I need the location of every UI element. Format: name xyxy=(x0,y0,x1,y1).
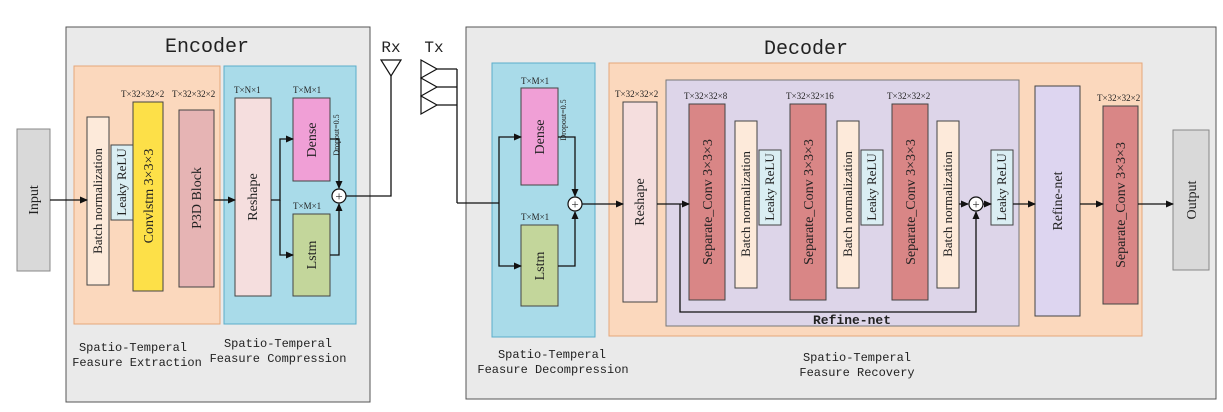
refine-net-label: Refine-net xyxy=(813,313,891,328)
dec-sum-symbol-2: + xyxy=(972,197,979,212)
enc-p3d-label: P3D Block xyxy=(190,167,205,229)
dec-dropout-label: Dropout=0.5 xyxy=(559,99,568,140)
dec-refine-skip-arrow xyxy=(679,204,980,313)
enc-reshape-label: Reshape xyxy=(246,173,261,220)
enc-reshape-block xyxy=(234,97,272,297)
output-label: Output xyxy=(1185,180,1200,219)
decoder-title: Decoder xyxy=(764,38,848,61)
dec-relu1-label: Leaky ReLU xyxy=(762,153,777,221)
extraction-caption-line2: Feasure Extraction xyxy=(72,356,202,370)
dec-refine-net-block-label: Refine-net xyxy=(1051,171,1066,230)
encoder-title: Encoder xyxy=(165,36,249,59)
rx-label: Rx xyxy=(381,39,400,57)
dec-to-lstm-arrow xyxy=(498,203,522,270)
output-block xyxy=(1172,129,1210,271)
enc-dense-dim: T×M×1 xyxy=(293,85,321,95)
enc-dense-to-sum-arrow xyxy=(330,138,343,189)
dec-bn1-label: Batch normalization xyxy=(738,151,753,257)
dec-bn2-label: Batch normalization xyxy=(840,151,855,257)
tx-label: Tx xyxy=(424,39,443,57)
enc-lstm-to-sum-arrow xyxy=(330,203,343,256)
dec-sepconv3-label: Separate_Conv 3×3×3 xyxy=(904,139,919,265)
decompression-caption-line2: Feasure Decompression xyxy=(477,363,628,377)
dec-refine-net-block xyxy=(1034,85,1081,317)
compression-caption-line1: Spatio-Temperal xyxy=(224,337,332,351)
dec-sepconv2-block xyxy=(789,103,827,301)
dec-reshape-label: Reshape xyxy=(633,178,648,225)
dec-sepconv-out-label: Separate_Conv 3×3×3 xyxy=(1114,142,1129,268)
tx-to-decoder-line xyxy=(437,68,458,203)
dec-reshape-dim: T×32×32×2 xyxy=(615,89,658,99)
enc-p3d-block xyxy=(178,109,215,288)
tx-antenna-icon xyxy=(420,58,439,116)
dec-lstm-dim: T×M×1 xyxy=(521,212,549,222)
enc-convlstm-block xyxy=(132,101,164,292)
enc-lstm-block xyxy=(292,213,331,297)
enc-reshape-dim: T×N×1 xyxy=(234,85,261,95)
dec-dense-block xyxy=(520,87,559,186)
dec-relu1-block xyxy=(758,149,782,226)
enc-dropout-label: Dropout=0.5 xyxy=(332,114,341,155)
dec-relu2-label: Leaky ReLU xyxy=(864,153,879,221)
enc-dense-label: Dense xyxy=(305,123,320,158)
decompression-caption-line1: Spatio-Temperal xyxy=(498,348,606,362)
enc-to-lstm-arrow xyxy=(279,200,294,259)
dec-to-dense-arrow xyxy=(498,133,522,203)
recovery-caption-line2: Feasure Recovery xyxy=(799,366,914,380)
dec-lstm-to-sum-arrow xyxy=(558,211,579,267)
enc-convlstm-label: Convlstm 3×3×3 xyxy=(142,149,157,244)
dec-relu2-block xyxy=(860,149,884,226)
enc-to-rx-line xyxy=(346,76,392,197)
dec-bn3-label: Batch normalization xyxy=(940,151,955,257)
enc-sum-symbol: + xyxy=(335,189,342,204)
dec-sepconv3-dim: T×32×32×2 xyxy=(887,91,930,101)
dec-sepconv1-label: Separate_Conv 3×3×3 xyxy=(701,139,716,265)
dec-lstm-label: Lstm xyxy=(533,252,548,281)
dec-sepconv2-dim: T×32×32×16 xyxy=(786,91,834,101)
compression-caption-line2: Feasure Compression xyxy=(210,352,347,366)
rx-antenna-icon xyxy=(379,59,403,78)
enc-lstm-dim: T×M×1 xyxy=(293,201,321,211)
dec-sepconv-out-dim: T×32×32×2 xyxy=(1097,93,1140,103)
enc-batch-norm-label: Batch normalization xyxy=(90,148,105,254)
enc-to-dense-arrow xyxy=(271,135,294,201)
dec-sum-symbol-1: + xyxy=(571,197,578,212)
dec-relu3-block xyxy=(990,149,1014,226)
dec-lstm-block xyxy=(520,224,559,307)
dec-sepconv1-block xyxy=(688,103,726,301)
dec-reshape-block xyxy=(622,101,658,303)
dec-bn1-block xyxy=(734,120,758,289)
dec-dense-to-sum-arrow xyxy=(558,136,579,197)
dec-dense-dim: T×M×1 xyxy=(521,76,549,86)
dec-relu3-label: Leaky ReLU xyxy=(994,153,1009,221)
input-label: Input xyxy=(27,185,42,215)
enc-lstm-label: Lstm xyxy=(305,241,320,270)
dec-sepconv-out-block xyxy=(1102,105,1139,305)
enc-leaky-relu-label: Leaky ReLU xyxy=(114,148,129,216)
dec-dense-label: Dense xyxy=(533,120,548,155)
recovery-caption-line1: Spatio-Temperal xyxy=(803,351,911,365)
dec-bn2-block xyxy=(836,120,860,289)
enc-dense-block xyxy=(292,97,331,182)
dec-sepconv3-block xyxy=(891,103,929,301)
dec-sepconv2-label: Separate_Conv 3×3×3 xyxy=(802,139,817,265)
dec-sepconv1-dim: T×32×32×8 xyxy=(684,91,728,101)
enc-p3d-dim: T×32×32×2 xyxy=(172,89,215,99)
enc-convlstm-dim: T×32×32×2 xyxy=(121,89,164,99)
extraction-caption-line1: Spatio-Temperal xyxy=(79,341,187,355)
